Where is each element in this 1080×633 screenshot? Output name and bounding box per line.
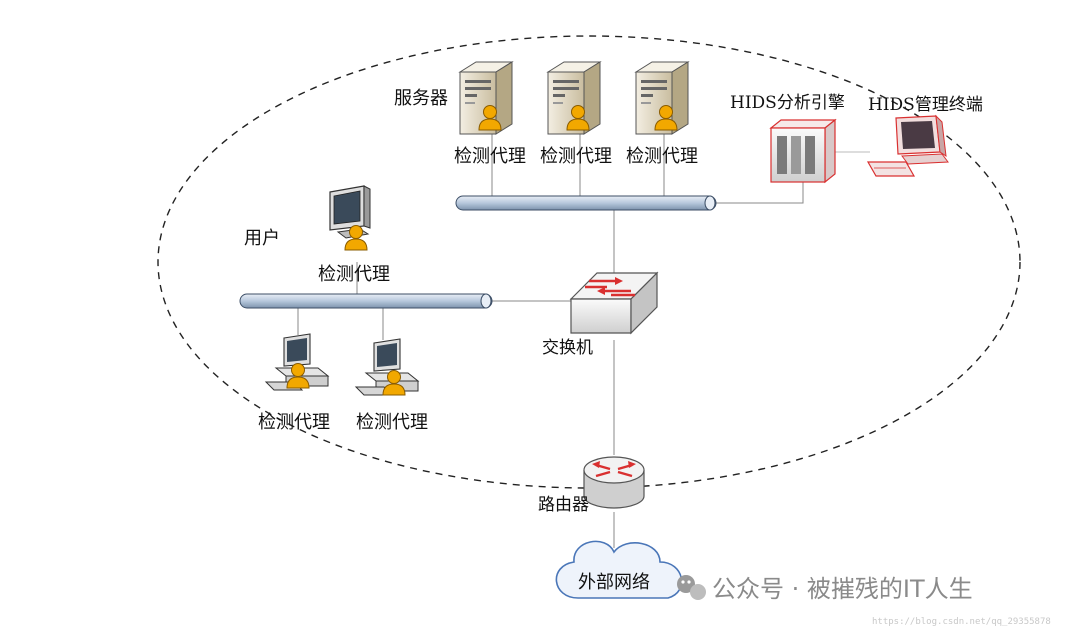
hids-engine-icon: [769, 118, 837, 184]
wechat-icon: [677, 575, 706, 600]
router-label: 路由器: [538, 495, 589, 515]
watermark-url: https://blog.csdn.net/qq_29355878: [872, 617, 1051, 627]
user-bus: [239, 293, 493, 309]
hids-terminal-icon: [866, 114, 949, 177]
user-pc-left: [265, 333, 329, 391]
internet-label: 外部网络: [578, 572, 650, 593]
server-bus: [455, 195, 717, 211]
servers-label: 服务器: [394, 88, 448, 109]
agent-label-user-right: 检测代理: [356, 412, 428, 433]
agent-label-server-1: 检测代理: [454, 146, 526, 167]
router-icon: [583, 456, 645, 509]
wires: [297, 130, 870, 548]
hids-engine-label: HIDS分析引擎: [730, 93, 845, 113]
watermark-text: 公众号 · 被摧残的IT人生: [712, 575, 973, 603]
hids-terminal-label: HIDS管理终端: [868, 95, 983, 115]
server-3: [635, 61, 689, 135]
user-pc-top: [329, 185, 371, 251]
cloud-icon: [555, 540, 683, 599]
agent-label-server-2: 检测代理: [540, 146, 612, 167]
users-label: 用户: [244, 228, 280, 249]
switch-label: 交换机: [542, 338, 593, 358]
server-1: [459, 61, 513, 135]
switch-icon: [569, 271, 659, 335]
user-pc-right: [355, 338, 419, 396]
agent-label-user-top: 检测代理: [318, 264, 390, 285]
agent-label-user-left: 检测代理: [258, 412, 330, 433]
network-boundary: [157, 35, 1021, 489]
server-2: [547, 61, 601, 135]
agent-label-server-3: 检测代理: [626, 146, 698, 167]
